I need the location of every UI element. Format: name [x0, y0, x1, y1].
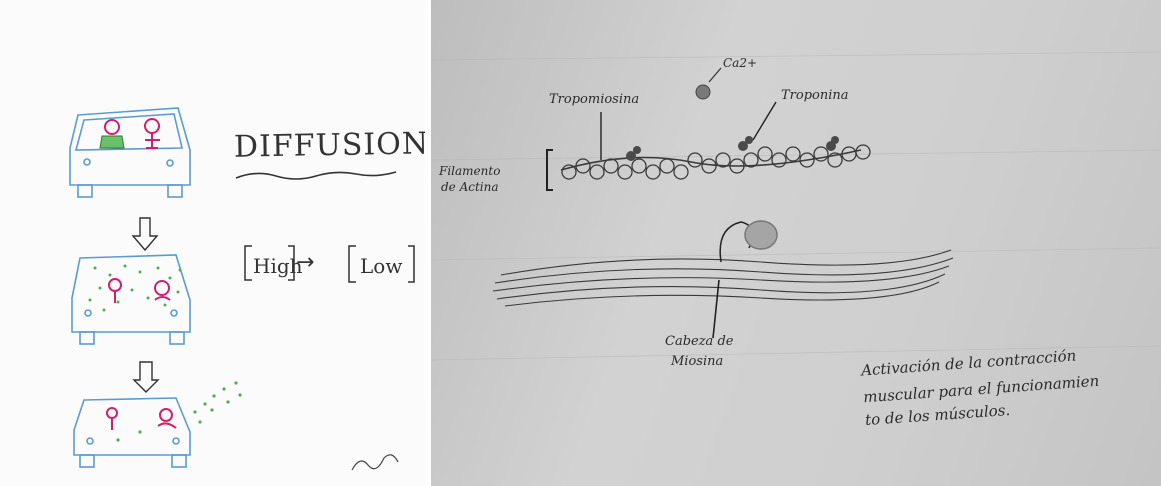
muscle-sketch [431, 0, 1161, 486]
actin-filament [561, 145, 870, 179]
people-top [100, 119, 160, 148]
particles-escaping [116, 381, 241, 441]
down-arrow-2 [134, 362, 158, 392]
diffusion-title: DIFFUSION [234, 126, 425, 164]
people-middle [109, 279, 170, 303]
car-top [70, 108, 190, 197]
actin-label-line-2: de Actina [441, 180, 499, 194]
actin-label-line-1: Filamento [439, 164, 500, 178]
troponin-label: Troponina [781, 88, 849, 103]
down-arrow-1 [133, 218, 157, 250]
myosin-pointer [713, 280, 719, 338]
actin-bracket [547, 150, 553, 190]
particles-middle [89, 265, 182, 312]
myosin-head [720, 221, 777, 262]
low-concentration-label: Low [360, 254, 402, 278]
troponin-pointer [753, 102, 776, 140]
myosin-filament [493, 250, 953, 306]
myosin-label-line-2: Miosina [671, 354, 723, 369]
diffusion-drawing: DIFFUSION High → Low [0, 0, 425, 486]
right-arrow: → [296, 250, 314, 275]
people-bottom [107, 408, 176, 430]
diffusion-sketch [0, 0, 425, 486]
signature [352, 455, 398, 470]
title-underline [236, 172, 396, 179]
tropomyosin-label: Tropomiosina [549, 92, 639, 107]
myosin-label-line-1: Cabeza de [665, 334, 733, 349]
calcium-ion [696, 85, 710, 99]
calcium-label: Ca2+ [723, 56, 757, 70]
muscle-contraction-drawing: Ca2+ Tropomiosina Troponina Filamento de… [431, 0, 1161, 486]
car-bottom [74, 398, 190, 467]
